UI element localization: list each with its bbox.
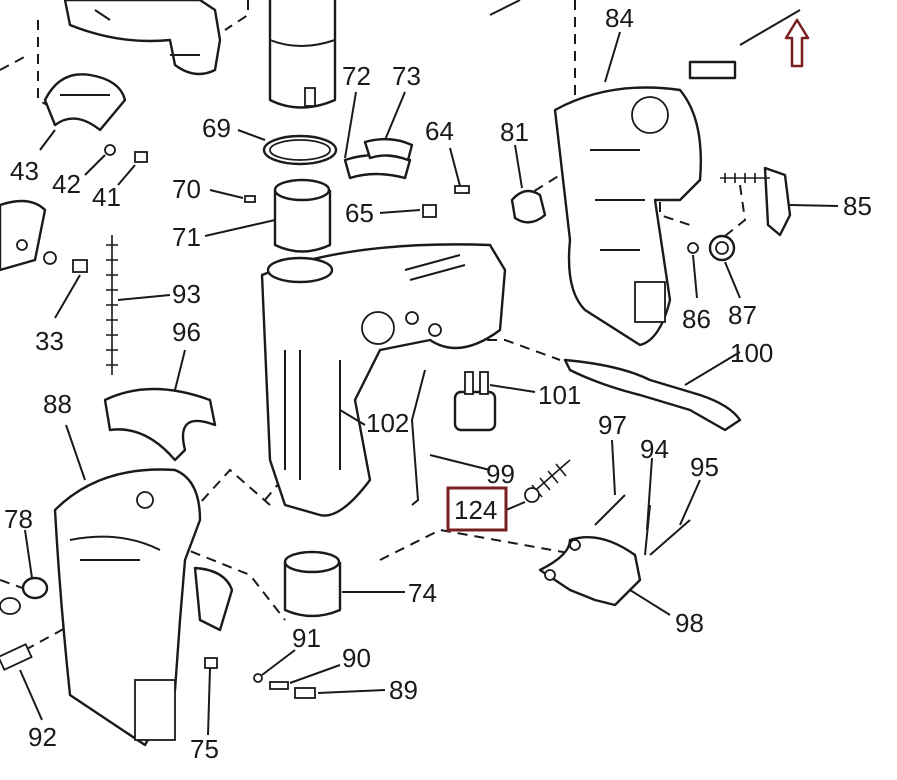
- label-86: 86: [682, 304, 711, 334]
- part-small-fasteners: [43, 144, 470, 273]
- label-95: 95: [690, 452, 719, 482]
- part-81-grommet: [510, 189, 547, 224]
- part-96-clamp: [103, 387, 217, 462]
- label-98: 98: [675, 608, 704, 638]
- label-97: 97: [598, 410, 627, 440]
- label-42: 42: [52, 169, 81, 199]
- part-89-90-91-fittings: [204, 657, 316, 699]
- part-cylinder-top: [268, 0, 337, 109]
- part-labels: 84 72 73 69 64 81 70 65 43 42 41 71 85 8…: [4, 3, 872, 764]
- label-102: 102: [366, 408, 409, 438]
- label-81: 81: [500, 117, 529, 147]
- part-71-bushing: [273, 178, 332, 253]
- label-101: 101: [538, 380, 581, 410]
- label-99: 99: [486, 459, 515, 489]
- part-side-clip: [193, 566, 234, 632]
- label-124: 124: [454, 495, 497, 525]
- label-78: 78: [4, 504, 33, 534]
- label-92: 92: [28, 722, 57, 752]
- part-main-housing: [260, 243, 507, 517]
- part-69-ring: [262, 134, 338, 166]
- part-85-screw-plate: [720, 166, 792, 237]
- label-33: 33: [35, 326, 64, 356]
- label-43: 43: [10, 156, 39, 186]
- label-87: 87: [728, 300, 757, 330]
- label-94: 94: [640, 434, 669, 464]
- label-70: 70: [172, 174, 201, 204]
- part-86-87-washers: [687, 234, 736, 262]
- part-124-screw: [524, 459, 571, 503]
- label-69: 69: [202, 113, 231, 143]
- up-arrow-icon: [784, 18, 810, 68]
- label-74: 74: [408, 578, 437, 608]
- label-124-highlight-box: [446, 486, 508, 532]
- label-71: 71: [172, 222, 201, 252]
- label-84: 84: [605, 3, 634, 33]
- part-100-lever: [563, 358, 742, 432]
- part-93-spring: [106, 235, 118, 375]
- leader-lines: [19, 31, 839, 736]
- part-top-bracket: [63, 0, 222, 76]
- label-41: 41: [92, 182, 121, 212]
- label-75: 75: [190, 734, 219, 764]
- part-74-sleeve: [283, 550, 342, 618]
- label-65: 65: [345, 198, 374, 228]
- label-100: 100: [730, 338, 773, 368]
- label-73: 73: [392, 61, 421, 91]
- part-left-mount: [0, 199, 47, 272]
- part-88-frame: [53, 468, 202, 747]
- part-top-link: [489, 0, 801, 80]
- part-left-washers: [0, 576, 49, 671]
- label-85: 85: [843, 191, 872, 221]
- label-91: 91: [292, 623, 321, 653]
- part-43-guide: [43, 73, 127, 132]
- label-90: 90: [342, 643, 371, 673]
- part-98-plate: [538, 536, 642, 607]
- part-84-bracket: [553, 86, 702, 347]
- label-96: 96: [172, 317, 201, 347]
- label-89: 89: [389, 675, 418, 705]
- part-99-wire: [410, 369, 426, 506]
- label-64: 64: [425, 116, 454, 146]
- part-101-switch: [453, 371, 497, 432]
- part-72-73-pads: [343, 137, 414, 180]
- label-88: 88: [43, 389, 72, 419]
- label-72: 72: [342, 61, 371, 91]
- label-93: 93: [172, 279, 201, 309]
